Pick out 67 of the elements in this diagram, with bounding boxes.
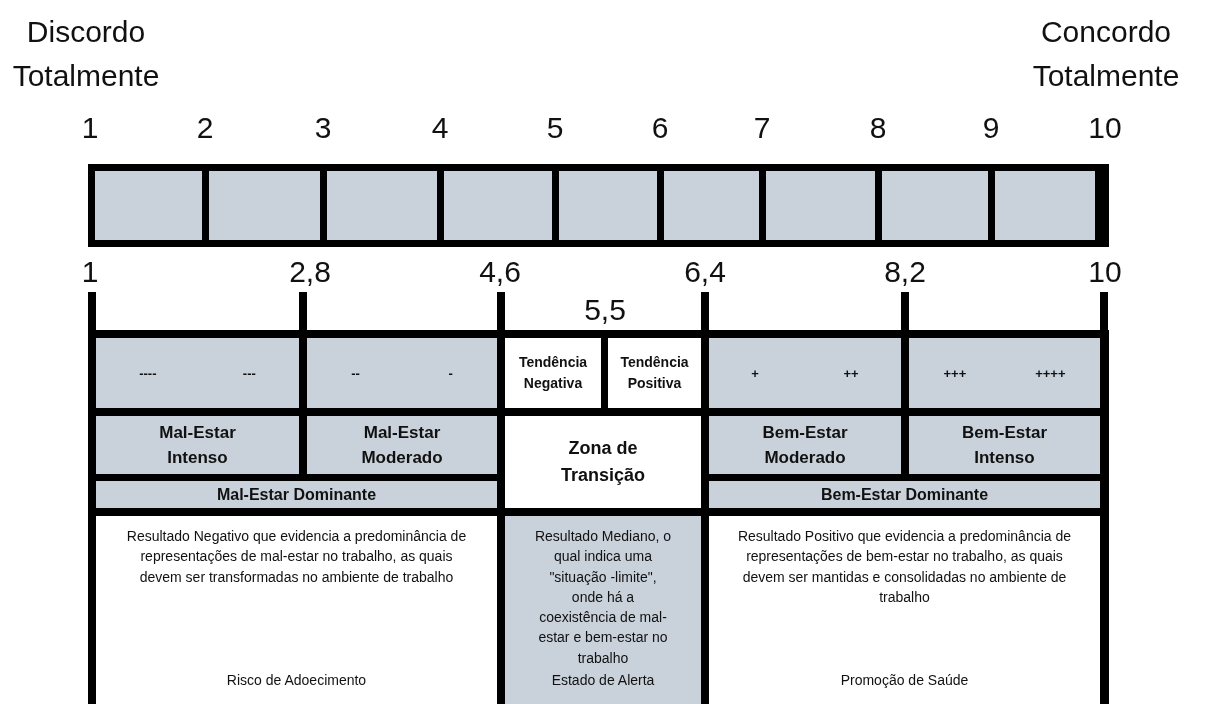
scale-number: 8	[869, 111, 887, 144]
category-label: Tendência Negativa	[517, 353, 589, 393]
description-text: Resultado Positivo que evidencia a predominância de representações de bem-estar no trabalho, as quais devem ser mantidas e consolidadas no ambiente de trabalho	[737, 527, 1072, 607]
scale-symbol: -	[448, 365, 453, 381]
cut-point-value: 10	[1088, 255, 1122, 288]
cut-point-value: 1	[81, 255, 99, 288]
category-cell	[96, 481, 497, 508]
category-label: Mal-Estar Intenso	[158, 421, 237, 469]
category-label: Mal-Estar Moderado	[360, 421, 444, 469]
category-cell	[307, 416, 497, 474]
scale-symbol: ----	[139, 365, 157, 381]
scale-number: 9	[982, 111, 1000, 144]
category-label: Tendência Positiva	[619, 353, 690, 393]
category-cell	[909, 416, 1100, 474]
outcome-label: Promoção de Saúde	[840, 670, 969, 690]
scale-number: 3	[314, 111, 332, 144]
outcome-label: Estado de Alerta	[551, 670, 655, 690]
scale-symbol: +	[751, 365, 759, 381]
scale-cell	[709, 338, 901, 408]
category-label: Zona de Transição	[559, 437, 646, 487]
scale-number: 6	[651, 111, 669, 144]
category-cell	[96, 416, 299, 474]
scale-number: 4	[431, 111, 449, 144]
scale-cell	[882, 171, 988, 240]
description-text: Resultado Negativo que evidencia a predominância de representações de mal-estar no trabalho, as quais devem ser transformadas no ambiente de trabalho	[125, 527, 468, 587]
scale-cell	[96, 338, 299, 408]
scale-symbol: ++++	[1035, 365, 1066, 381]
outcome-label: Risco de Adoecimento	[226, 670, 367, 690]
category-label: Bem-Estar Dominante	[820, 484, 989, 505]
description-cell	[709, 516, 1100, 704]
category-cell	[608, 338, 701, 408]
description-cell	[505, 516, 701, 704]
description-text: Resultado Mediano, o qual indica uma "situação -limite", onde há a coexistência de mal-estar e bem-estar no trabalho	[533, 527, 673, 668]
scale-symbol: ++	[843, 365, 859, 381]
scale-cell	[766, 171, 875, 240]
scale-cell	[95, 171, 202, 240]
cut-point-value: 4,6	[479, 255, 521, 288]
scale-cell	[664, 171, 759, 240]
scale-number: 7	[753, 111, 771, 144]
cut-point-value: 2,8	[289, 255, 331, 288]
category-cell	[709, 416, 901, 474]
category-cell	[505, 338, 601, 408]
scale-cell	[444, 171, 552, 240]
scale-cell	[327, 171, 437, 240]
category-cell	[709, 481, 1100, 508]
scale-symbol: --	[351, 365, 360, 381]
category-label: Bem-Estar Moderado	[761, 421, 849, 469]
scale-symbol: ---	[242, 365, 256, 381]
cut-point-value: 8,2	[884, 255, 926, 288]
scale-end-label: Concordo Totalmente	[1031, 14, 1181, 94]
scale-end-label: Discordo Totalmente	[11, 14, 161, 94]
category-label: Mal-Estar Dominante	[216, 484, 377, 505]
scale-number: 2	[196, 111, 214, 144]
scale-cell	[559, 171, 657, 240]
category-label: Bem-Estar Intenso	[960, 421, 1048, 469]
scale-number: 10	[1088, 111, 1122, 144]
scale-cell	[307, 338, 497, 408]
scale-cell	[209, 171, 320, 240]
scale-number: 5	[546, 111, 564, 144]
scale-number: 1	[81, 111, 99, 144]
midpoint-value: 5,5	[584, 293, 626, 326]
cut-point-value: 6,4	[684, 255, 726, 288]
scale-cell	[909, 338, 1100, 408]
category-cell	[505, 416, 701, 508]
scale-symbol: +++	[943, 365, 967, 381]
description-cell	[96, 516, 497, 704]
scale-cell	[995, 171, 1095, 240]
